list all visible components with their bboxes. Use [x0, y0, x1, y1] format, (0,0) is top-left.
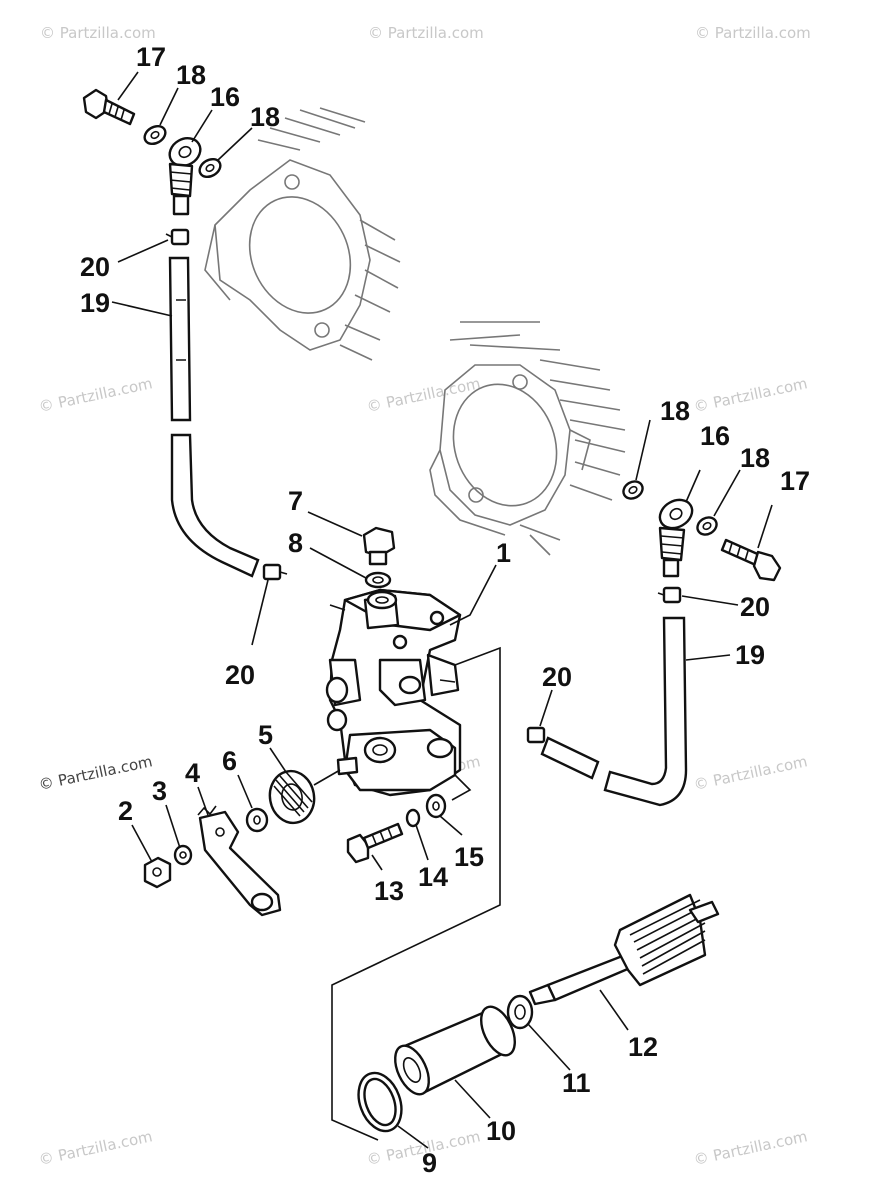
watermark: © Partzilla.com [37, 374, 154, 416]
callout-6: 6 [222, 746, 237, 776]
watermark: © Partzilla.com [368, 24, 484, 42]
callout-13: 13 [374, 876, 404, 906]
washer-right-a [622, 480, 644, 500]
watermark: © Partzilla.com [37, 1127, 154, 1169]
watermark: © Partzilla.com [365, 374, 482, 416]
hose-clamp-right-upper [657, 586, 682, 604]
callout-16: 16 [700, 421, 730, 451]
hose-clamp-left-pump [262, 563, 288, 581]
washer-plug [364, 571, 392, 589]
callout-3: 3 [152, 776, 167, 806]
banjo-bolt-right [720, 538, 782, 582]
callout-5: 5 [258, 720, 273, 750]
banjo-fitting-left [168, 136, 202, 216]
watermark: © Partzilla.com [695, 24, 811, 42]
washer-lever [245, 807, 269, 833]
callout-7: 7 [288, 486, 303, 516]
callout-19: 19 [735, 640, 765, 670]
callout-20: 20 [225, 660, 255, 690]
washer-left-upper-b [198, 157, 222, 179]
callout-11: 11 [562, 1068, 591, 1098]
callout-17: 17 [780, 466, 810, 496]
shaft-collar [394, 1005, 516, 1096]
callout-18: 18 [740, 443, 770, 473]
callout-14: 14 [418, 862, 448, 892]
callout-18: 18 [176, 60, 206, 90]
callout-20: 20 [542, 662, 572, 692]
thrust-washer [506, 994, 534, 1030]
callout-1: 1 [496, 538, 511, 568]
callout-labels: 17 18 16 18 20 19 7 8 1 20 18 16 18 17 2… [80, 42, 810, 1178]
washer-nut [173, 844, 193, 866]
callout-4: 4 [185, 758, 200, 788]
callout-16: 16 [210, 82, 240, 112]
watermark: © Partzilla.com [692, 1127, 809, 1169]
callout-17: 17 [136, 42, 166, 72]
banjo-bolt-left [82, 88, 136, 126]
lock-washer [405, 808, 421, 828]
assembly-outline [331, 646, 501, 1141]
callout-9: 9 [422, 1148, 437, 1178]
nut [143, 856, 172, 889]
oil-hose-right [540, 616, 688, 807]
banjo-fitting-right [658, 498, 694, 578]
watermark: © Partzilla.com [692, 374, 809, 416]
washer-bolt [425, 793, 447, 819]
mounting-bolt [346, 822, 404, 864]
hose-clamp-right-pump [526, 726, 546, 744]
watermark: © Partzilla.com [40, 24, 156, 42]
callout-19: 19 [80, 288, 110, 318]
callout-12: 12 [628, 1032, 658, 1062]
watermark: © Partzilla.com [692, 752, 809, 794]
washer-left-upper-a [143, 124, 167, 146]
o-ring [357, 1071, 403, 1133]
callout-2: 2 [118, 796, 133, 826]
callout-8: 8 [288, 528, 303, 558]
callout-20: 20 [80, 252, 110, 282]
control-lever [197, 805, 282, 917]
callout-18: 18 [660, 396, 690, 426]
driven-gear-shaft [528, 893, 720, 1006]
hose-clamp-left-upper [165, 228, 190, 246]
leader-lines [111, 71, 773, 1149]
callout-18: 18 [250, 102, 280, 132]
engine-block-outline [204, 107, 626, 556]
callout-15: 15 [454, 842, 484, 872]
callout-10: 10 [486, 1116, 516, 1146]
callout-20: 20 [740, 592, 770, 622]
washer-right-b [696, 516, 718, 536]
oil-hose-left [168, 256, 260, 578]
spring [268, 769, 316, 825]
oil-pump-body [325, 588, 462, 797]
plug-bolt [362, 526, 396, 566]
watermark: © Partzilla.com [37, 752, 154, 794]
